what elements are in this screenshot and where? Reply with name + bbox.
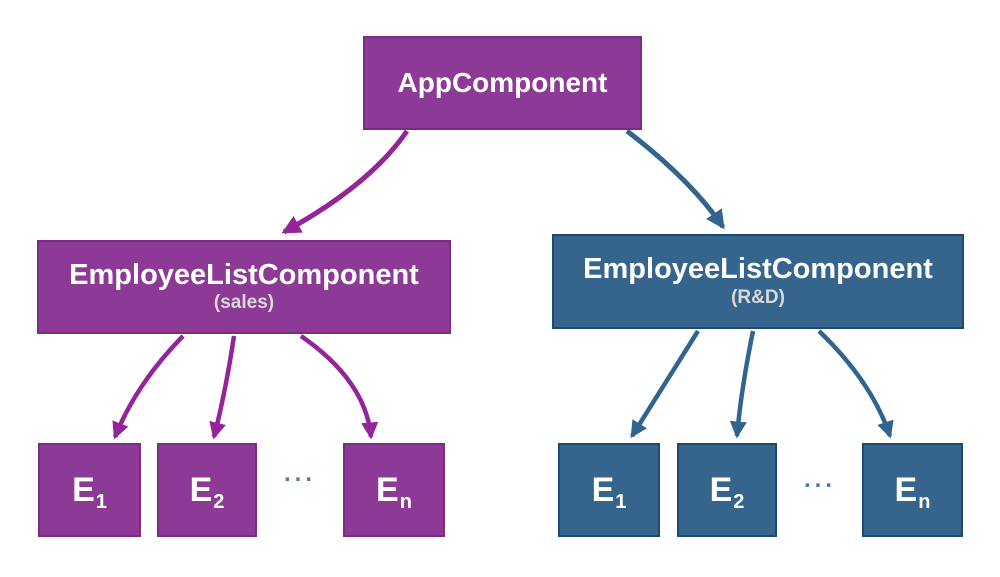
employee-rnd-e1-subscript: 1 [615,491,627,513]
ellipsis-sales: ... [283,460,316,487]
employee-rnd-en-base: E [894,471,918,509]
employee-node-sales-e1: E1 [38,443,141,537]
employee-sales-en-base: E [376,471,399,509]
app-component-node: AppComponent [363,36,642,130]
employee-rnd-e1-base: E [591,471,615,509]
arrow-sales-to-e2 [209,335,237,440]
employee-node-sales-en: En [343,443,445,537]
employee-rnd-en-subscript: n [918,491,931,513]
employee-sales-en-subscript: n [399,491,412,513]
app-component-label: AppComponent [397,67,608,98]
employee-rnd-e2-base: E [709,471,733,509]
employee-list-sales-label: EmployeeListComponent [69,258,419,291]
employee-sales-e2-base: E [189,471,213,509]
ellipsis-rnd: ... [803,466,836,493]
arrow-rnd-to-e1 [630,329,700,439]
employee-node-rnd-en: En [862,443,963,537]
arrow-sales-to-en [299,334,379,440]
employee-rnd-e2-subscript: 2 [733,491,745,513]
employee-list-sales-sublabel: (sales) [213,292,275,314]
arrow-rnd-to-e2 [729,330,756,439]
employee-sales-e1-subscript: 1 [95,491,107,513]
arrow-app-to-rnd [625,129,726,230]
arrow-app-to-sales [281,129,410,235]
employee-sales-e2-subscript: 2 [213,491,225,513]
employee-sales-e1-base: E [72,471,95,509]
employee-node-rnd-e2: E2 [677,443,777,537]
arrow-sales-to-e1 [112,334,185,440]
employee-node-sales-e2: E2 [157,443,257,537]
employee-list-rnd-label: EmployeeListComponent [583,253,933,286]
employee-node-rnd-e1: E1 [558,443,660,537]
employee-list-rnd-node: EmployeeListComponent (R&D) [552,234,964,329]
arrow-rnd-to-en [817,329,894,439]
employee-list-rnd-sublabel: (R&D) [731,286,785,308]
employee-list-sales-node: EmployeeListComponent (sales) [37,240,451,334]
